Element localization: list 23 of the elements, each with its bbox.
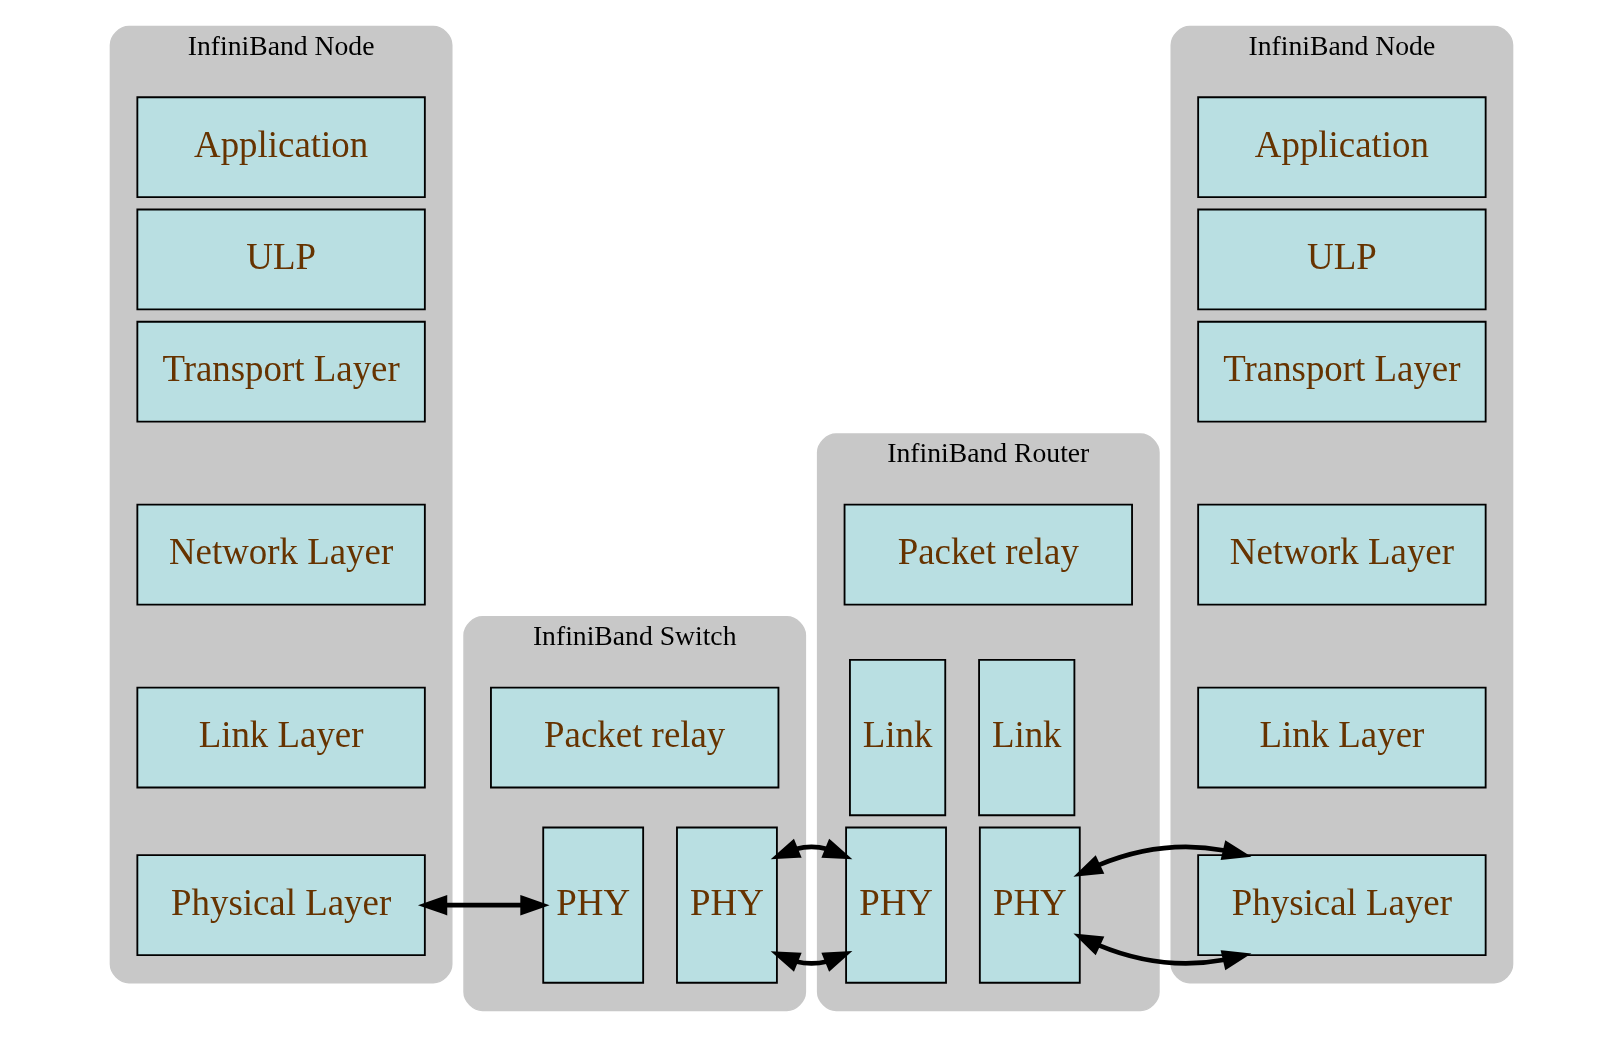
node-box: Link Layer	[136, 686, 426, 789]
node-box: PHY	[542, 826, 645, 984]
node-box: ULP	[1197, 208, 1487, 311]
node-box: PHY	[676, 826, 778, 984]
node-box: Link	[849, 659, 947, 817]
node-box: Physical Layer	[1197, 854, 1487, 957]
node-box: PHY	[845, 826, 947, 984]
node-box: ULP	[136, 208, 426, 311]
arrow	[1073, 840, 1252, 971]
node-box: Application	[1197, 96, 1487, 199]
node-box: Link Layer	[1197, 686, 1487, 789]
node-box: Link	[978, 659, 1076, 817]
node-box: Packet relay	[843, 503, 1133, 606]
node-box: Application	[136, 96, 426, 199]
arrow	[770, 838, 853, 972]
arrow	[417, 894, 550, 916]
node-box: Transport Layer	[1197, 320, 1487, 423]
node-box: Physical Layer	[136, 854, 426, 957]
node-box: Transport Layer	[136, 320, 426, 423]
node-box: PHY	[978, 826, 1081, 984]
node-box: Network Layer	[1197, 503, 1487, 606]
node-box: Packet relay	[490, 686, 780, 789]
node-box: Network Layer	[136, 503, 426, 606]
